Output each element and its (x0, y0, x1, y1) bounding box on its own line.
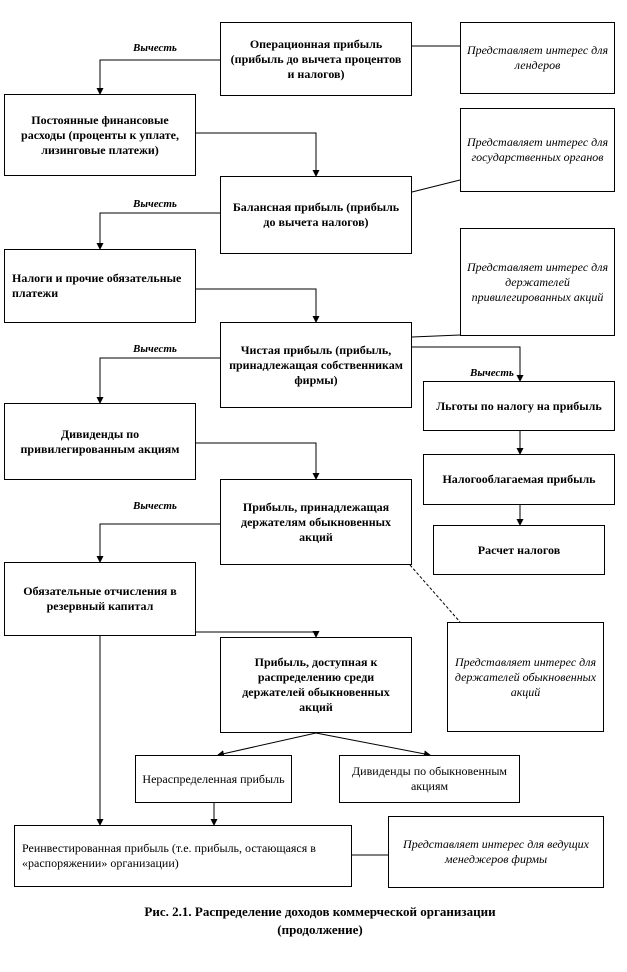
taxable-profit-box: Налогооблагаемая прибыль (423, 454, 615, 505)
common-dividends-box: Дивиденды по обыкновенным акциям (339, 755, 520, 803)
tax-calculation-box: Расчет налогов (433, 525, 605, 575)
arrow-net-to-pref (96, 357, 220, 404)
subtract-label-3: Вычесть (133, 343, 177, 355)
common-shareholders-profit-box: Прибыль, принадлежащая держателям обыкно… (220, 479, 412, 565)
arrow-common-to-reserve (96, 523, 220, 563)
operating-profit-box: Операционная прибыль (прибыль до вычета … (220, 22, 412, 96)
distributable-profit-box: Прибыль, доступная к распределению среди… (220, 637, 412, 733)
interest-preferred-box: Представляет интерес для держателей прив… (460, 228, 615, 336)
arrow-dist-to-retained (217, 732, 317, 758)
arrow-net-to-benefits (412, 346, 524, 382)
caption-line-1: Рис. 2.1. Распределение доходов коммерче… (144, 904, 496, 919)
interest-lenders-box: Представляет интерес для лендеров (460, 22, 615, 94)
retained-earnings-box: Нераспределенная прибыль (135, 755, 292, 803)
arrow-dist-to-dividends (315, 732, 431, 758)
interest-government-box: Представляет интерес для государственных… (460, 108, 615, 192)
net-profit-box: Чистая прибыль (прибыль, принадлежащая с… (220, 322, 412, 408)
preferred-dividends-box: Дивиденды по привилегированным акциям (4, 403, 196, 480)
interest-common-box: Представляет интерес для держателей обык… (447, 622, 604, 732)
arrow-pref-to-common (196, 442, 320, 480)
link-preferred (411, 334, 461, 338)
balance-profit-box: Балансная прибыль (прибыль до вычета нал… (220, 176, 412, 254)
reinvested-profit-box: Реинвестированная прибыль (т.е. прибыль,… (14, 825, 352, 887)
subtract-label-4: Вычесть (470, 367, 514, 379)
subtract-label-2: Вычесть (133, 198, 177, 210)
arrow-taxes-to-net (196, 288, 320, 323)
subtract-label-5: Вычесть (133, 500, 177, 512)
arrow-reserve-to-distributable (196, 631, 320, 638)
link-common-dashed (409, 564, 461, 623)
taxes-box: Налоги и прочие обязательные платежи (4, 249, 196, 323)
caption-line-2: (продолжение) (277, 922, 363, 937)
tax-benefits-box: Льготы по налогу на прибыль (423, 381, 615, 431)
arrow-op-to-fin (96, 59, 220, 95)
link-government (411, 179, 461, 193)
reserve-capital-box: Обязательные отчисления в резервный капи… (4, 562, 196, 636)
figure-caption: Рис. 2.1. Распределение доходов коммерче… (40, 903, 600, 939)
fixed-financial-expenses-box: Постоянные финансовые расходы (проценты … (4, 94, 196, 176)
subtract-label-1: Вычесть (133, 42, 177, 54)
arrow-balance-to-taxes (96, 212, 220, 250)
interest-managers-box: Представляет интерес для ведущих менедже… (388, 816, 604, 888)
arrow-fin-to-balance (196, 132, 320, 177)
